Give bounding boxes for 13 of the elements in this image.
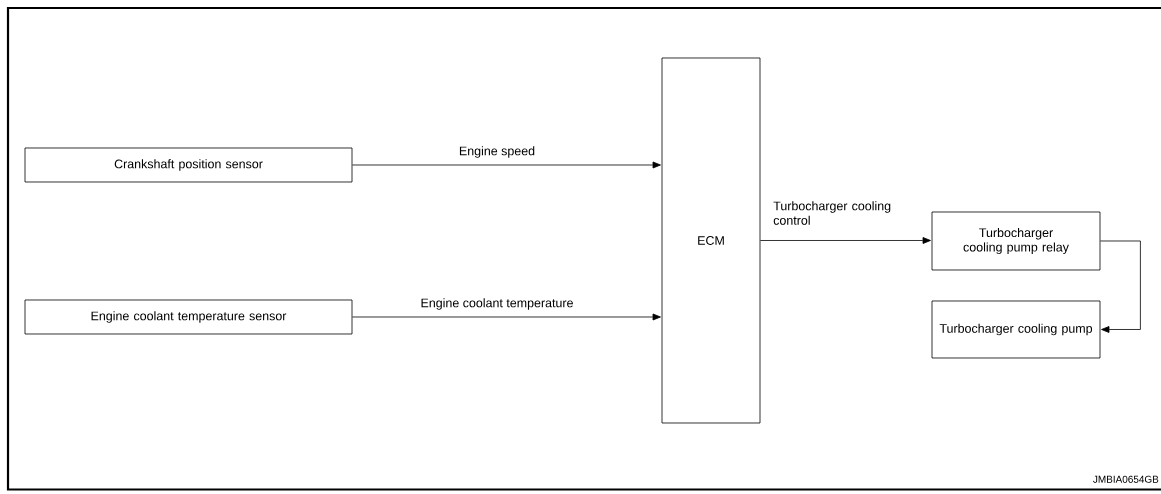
component-box: Turbocharger cooling pump: [931, 300, 1101, 359]
arrow: [1100, 240, 1141, 333]
arrow: [352, 313, 661, 321]
figure-code: JMBIA0654GB: [1093, 475, 1159, 483]
edge-label: Engine coolant temperature: [421, 298, 573, 310]
edge-label: Engine speed: [459, 146, 535, 158]
edge-label: Turbocharger cooling control: [773, 201, 891, 225]
ecm-box: ECM: [661, 57, 761, 424]
arrow: [352, 161, 661, 169]
component-box: Engine coolant temperature sensor: [24, 299, 353, 335]
arrow: [760, 237, 931, 244]
component-box: Turbocharger cooling pump relay: [931, 211, 1101, 271]
component-box: Crankshaft position sensor: [24, 147, 353, 183]
